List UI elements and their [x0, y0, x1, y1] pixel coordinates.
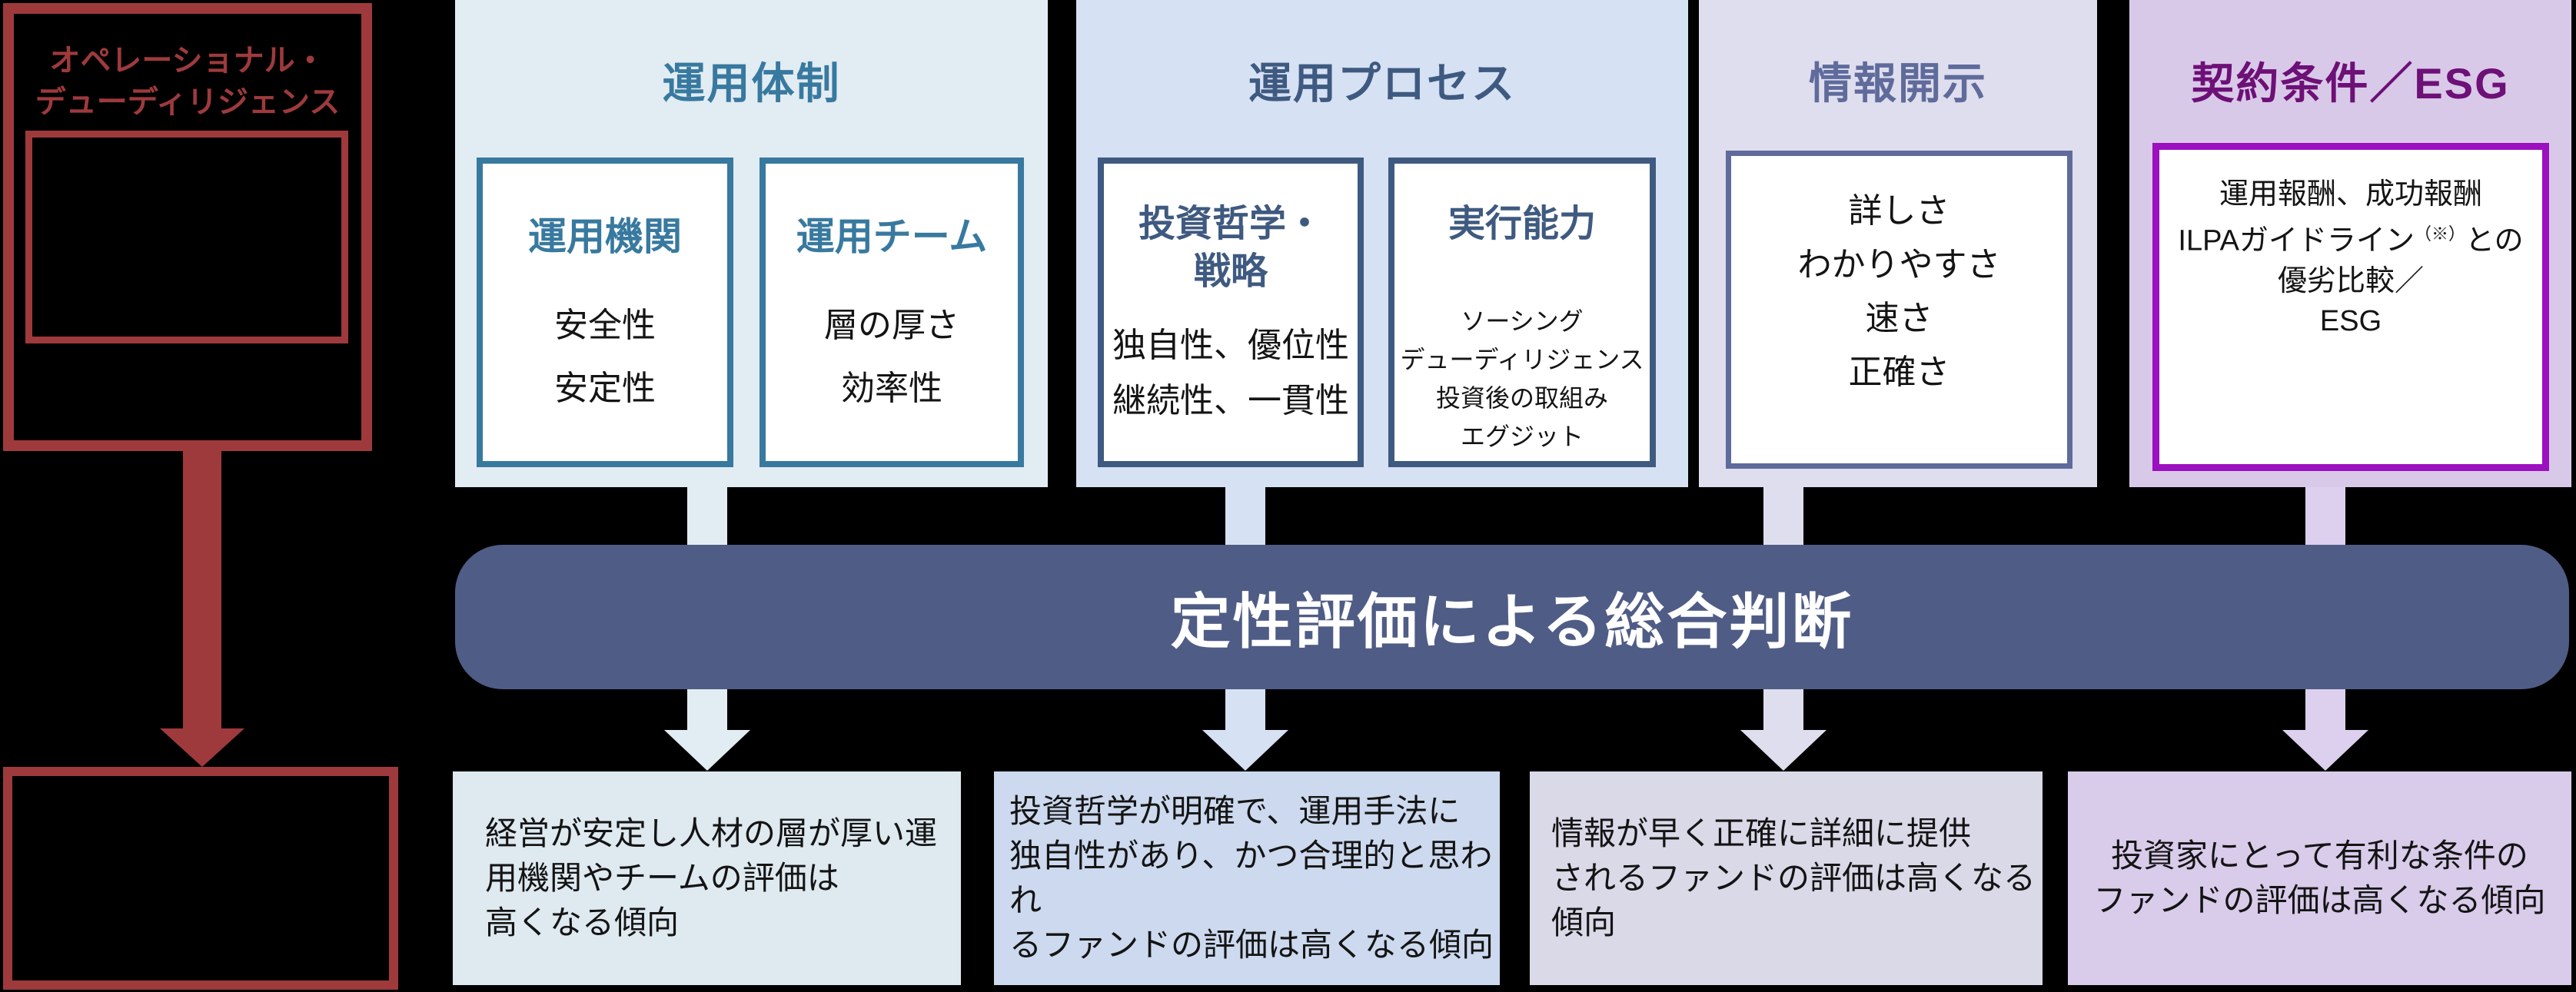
subbox-item: デューディリジェンス: [1400, 346, 1644, 373]
outcome-contract-esg: 投資家にとって有利な条件の ファンドの評価は高くなる傾向: [2068, 771, 2571, 985]
outcome-line: 経営が安定し人材の層が厚い運: [485, 815, 938, 851]
subbox-item: 継続性、一貫性: [1112, 382, 1349, 420]
column-process: 運用プロセス 投資哲学・ 戦略 独自性、優位性 継続性、一貫性 実行能力 ソーシ…: [1076, 0, 1688, 487]
subbox-title: 運用機関: [528, 215, 682, 258]
contract-line-esg: ESG: [2319, 304, 2382, 337]
summary-band: 定性評価による総合判断: [455, 545, 2569, 689]
contract-line-fees: 運用報酬、成功報酬: [2219, 178, 2482, 211]
outcome-line: 用機関やチームの評価は: [485, 860, 839, 896]
subbox-item: 安全性: [554, 307, 656, 344]
subbox-item: エグジット: [1460, 423, 1584, 450]
outcome-line: るファンドの評価は高くなる傾向: [1009, 927, 1494, 963]
outcome-line: 高くなる傾向: [485, 904, 680, 941]
odd-title: オペレーショナル・ デューディリジェンス: [14, 40, 361, 123]
outcome-line: 情報が早く正確に詳細に提供: [1551, 815, 1972, 851]
summary-band-label: 定性評価による総合判断: [1170, 588, 1854, 655]
subbox-item: 層の厚さ: [824, 307, 959, 344]
subbox-title: 投資哲学・ 戦略: [1104, 201, 1358, 296]
outcome-line: 投資家にとって有利な条件の: [2111, 838, 2528, 874]
subbox-title-line2: 戦略: [1193, 251, 1268, 292]
outcome-line: されるファンドの評価は高くなる傾向: [1551, 860, 2036, 941]
column-disclosure-header: 情報開示: [1809, 59, 1987, 108]
odd-title-line1: オペレーショナル・: [49, 44, 326, 78]
subbox-item: 速さ: [1865, 300, 1933, 337]
subbox-disclosure: 詳しさ わかりやすさ 速さ 正確さ: [1726, 151, 2072, 469]
odd-arrow-shaft: [183, 451, 221, 730]
column-disclosure: 情報開示 詳しさ わかりやすさ 速さ 正確さ: [1699, 0, 2097, 487]
subbox-management-team: 運用チーム 層の厚さ 効率性: [760, 158, 1024, 467]
subbox-title-line1: 投資哲学・: [1138, 204, 1323, 244]
outcome-process: 投資哲学が明確で、運用手法に 独自性があり、かつ合理的と思われ るファンドの評価…: [994, 771, 1500, 985]
subbox-item: 独自性、優位性: [1112, 327, 1349, 364]
down-arrow-head-icon: [2282, 730, 2368, 771]
subbox-item: 詳しさ: [1848, 192, 1950, 230]
odd-title-line2: デューディリジェンス: [35, 85, 341, 119]
outcome-line: ファンドの評価は高くなる傾向: [2093, 882, 2546, 918]
contract-line-comparison: 優劣比較／: [2277, 264, 2424, 297]
contract-ilpa-suffix: との: [2465, 224, 2524, 257]
subbox-item: 効率性: [841, 370, 942, 407]
column-contract-esg: 契約条件／ESG 運用報酬、成功報酬 ILPAガイドライン（※）との 優劣比較／…: [2129, 0, 2571, 487]
subbox-management-firm: 運用機関 安全性 安定性: [477, 158, 733, 467]
subbox-contract-esg: 運用報酬、成功報酬 ILPAガイドライン（※）との 優劣比較／ ESG: [2152, 143, 2549, 471]
outcome-structure: 経営が安定し人材の層が厚い運 用機関やチームの評価は 高くなる傾向: [453, 771, 961, 985]
subbox-title: 運用チーム: [796, 215, 988, 258]
column-contract-esg-header: 契約条件／ESG: [2191, 59, 2510, 108]
subbox-item: 安定性: [554, 370, 656, 407]
contract-line-ilpa: ILPAガイドライン（※）との: [2159, 214, 2542, 261]
column-structure-header: 運用体制: [662, 59, 841, 108]
subbox-item: 投資後の取組み: [1435, 384, 1608, 412]
subbox-execution: 実行能力 ソーシング デューディリジェンス 投資後の取組み エグジット: [1388, 158, 1656, 467]
outcome-line: 独自性があり、かつ合理的と思われ: [1009, 838, 1493, 918]
outcome-line: 投資哲学が明確で、運用手法に: [1009, 793, 1461, 829]
subbox-item: ソーシング: [1461, 307, 1584, 335]
footnote-mark: （※）: [2414, 224, 2465, 244]
odd-inner-box: [25, 131, 348, 343]
outcome-disclosure: 情報が早く正確に詳細に提供 されるファンドの評価は高くなる傾向: [1530, 771, 2043, 985]
odd-result-box: [3, 767, 398, 990]
odd-box: オペレーショナル・ デューディリジェンス: [3, 3, 372, 451]
down-arrow-head-icon: [664, 730, 750, 771]
down-arrow-head-icon: [1202, 730, 1288, 771]
subbox-philosophy-strategy: 投資哲学・ 戦略 独自性、優位性 継続性、一貫性: [1098, 158, 1364, 467]
subbox-item: 正確さ: [1848, 353, 1950, 391]
down-arrow-head-icon: [1740, 730, 1826, 771]
column-structure: 運用体制 運用機関 安全性 安定性 運用チーム 層の厚さ 効率性: [455, 0, 1048, 487]
contract-ilpa-text: ILPAガイドライン: [2178, 224, 2415, 257]
subbox-title: 実行能力: [1448, 204, 1596, 244]
odd-arrow-head-icon: [160, 728, 244, 767]
column-process-header: 運用プロセス: [1248, 59, 1516, 108]
subbox-item: わかりやすさ: [1797, 246, 2001, 284]
